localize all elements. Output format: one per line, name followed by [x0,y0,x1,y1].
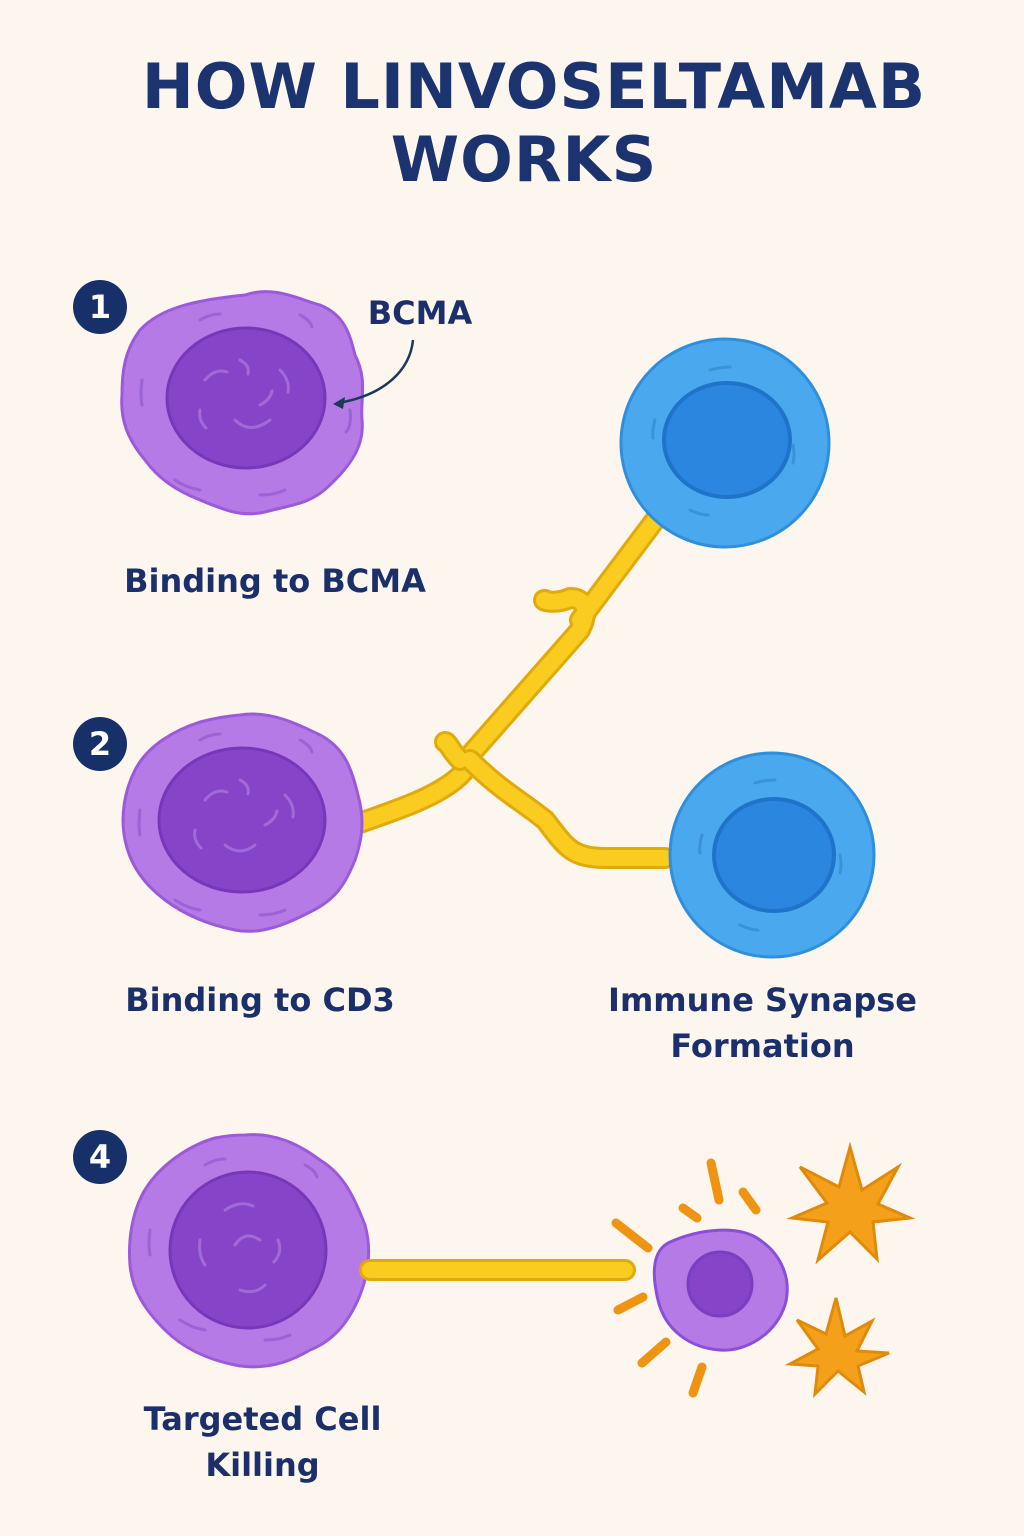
antibody-y [346,509,676,869]
target-cell-step2 [121,712,364,933]
dying-cell [652,1228,789,1352]
page-title-line2: WORKS [390,123,658,196]
target-cell-step1 [120,290,365,516]
step2-label: Binding to CD3 [125,981,395,1019]
bcma-annotation: BCMA [367,294,473,332]
bcma-arrowhead [333,397,345,409]
cytoplasm-texture [139,312,352,497]
step1-label: Binding to BCMA [124,562,426,600]
step-badge-1: 1 [73,280,127,334]
t-cell-upper [619,337,831,549]
star-burst-large [786,1141,916,1265]
cell-nucleus [165,326,327,470]
t-cell-nucleus [662,381,792,499]
target-cell-step4 [128,1133,371,1369]
step4-label-line1: Targeted Cell [143,1400,382,1438]
burst-lines [611,1158,761,1398]
step3-label-line1: Immune Synapse [608,981,917,1019]
step-badge-4: 4 [73,1130,127,1184]
step4-label-line2: Killing [205,1446,320,1484]
nucleus-texture [198,358,290,430]
step-badge-2: 2 [73,717,127,771]
bcma-arrow [337,339,415,405]
page-title-line1: HOW LINVOSELTAMAB [141,50,927,123]
step3-label-line2: Formation [670,1027,855,1065]
star-burst-small [784,1297,890,1399]
t-cell-lower [668,751,876,959]
